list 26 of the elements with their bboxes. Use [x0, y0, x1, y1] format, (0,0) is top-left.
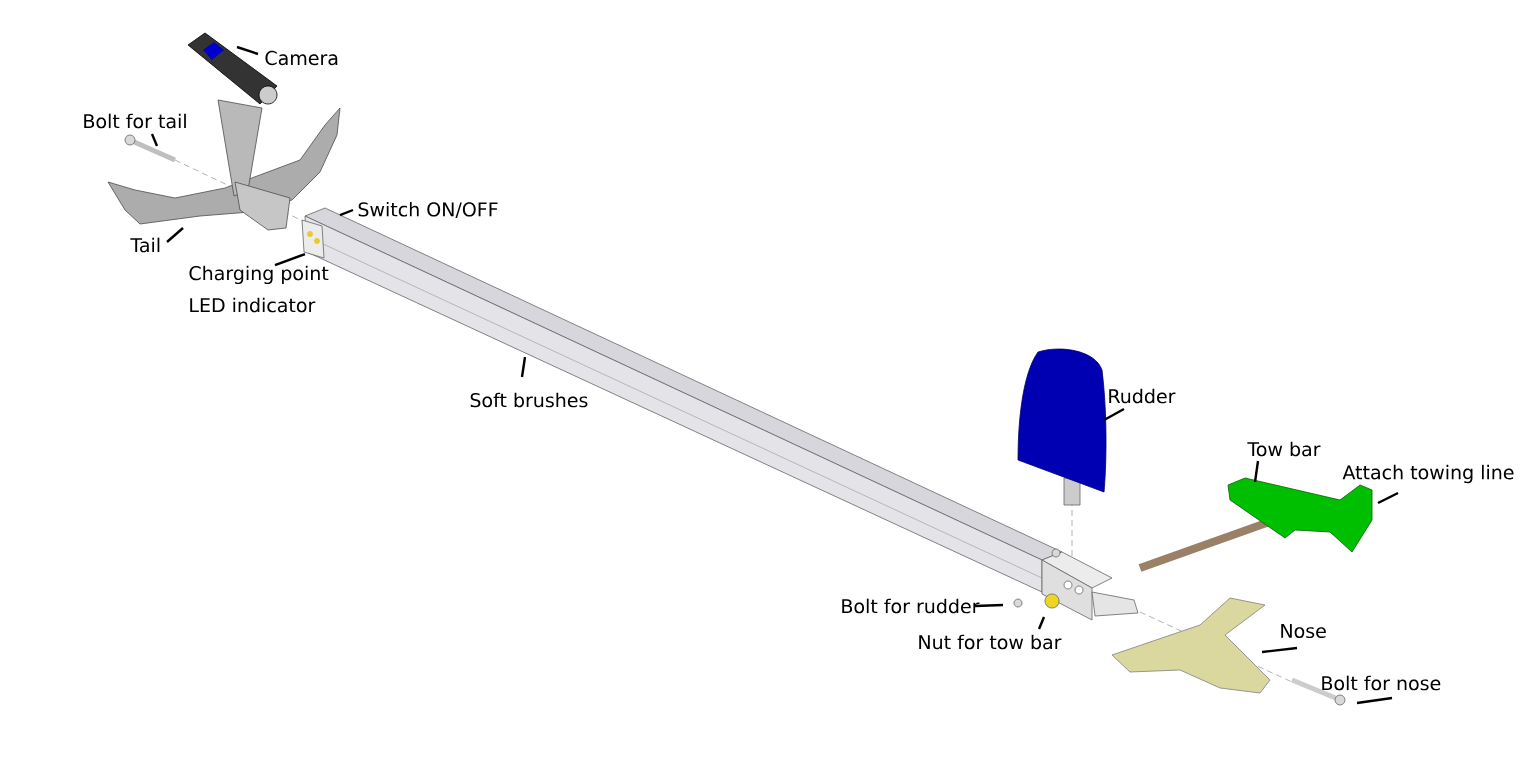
leader-line: [1103, 407, 1125, 422]
leader-line: [150, 133, 159, 147]
leader-line: [1377, 491, 1399, 505]
part-label: Nut for tow bar: [919, 634, 1062, 650]
leader-line: [236, 45, 259, 56]
part-label: Rudder: [1109, 388, 1176, 404]
leader-line: [520, 356, 527, 378]
part-label: Nose: [1281, 623, 1326, 639]
leader-line: [1261, 646, 1298, 654]
leader-line: [1037, 616, 1046, 630]
part-label: Tow bar: [1247, 441, 1321, 457]
part-label: Tail: [130, 237, 160, 253]
leader-line: [974, 603, 1004, 608]
leader-line: [1356, 696, 1393, 705]
part-label: Switch ON/OFF: [358, 201, 498, 219]
leader-line: [1253, 460, 1260, 483]
leader-line: [274, 252, 306, 267]
part-label: Attach towing line: [1342, 464, 1514, 484]
leader-line: [339, 208, 354, 217]
part-label: Bolt for tail: [84, 113, 186, 129]
part-label: Charging point LED indicator: [189, 265, 329, 313]
part-label: Bolt for rudder: [842, 598, 980, 614]
part-label: Camera: [265, 50, 338, 66]
part-label: Bolt for nose: [1322, 675, 1441, 691]
part-label: Soft brushes: [470, 392, 588, 408]
leader-line: [166, 227, 184, 243]
